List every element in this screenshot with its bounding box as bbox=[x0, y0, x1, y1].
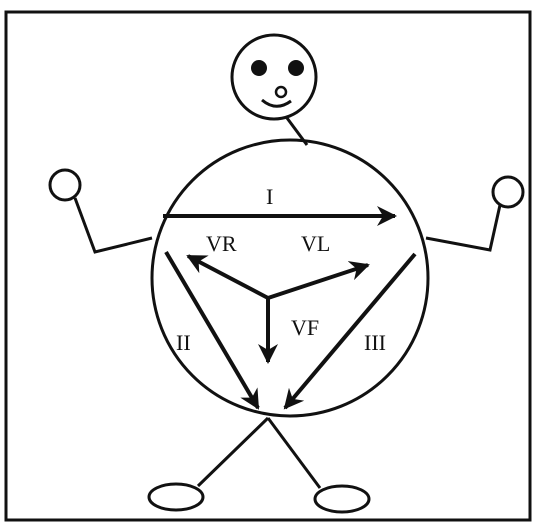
right-eye-icon bbox=[288, 60, 304, 76]
avl-arrow bbox=[268, 265, 368, 298]
left-foot bbox=[149, 484, 203, 510]
right-arm-line bbox=[426, 205, 500, 250]
legs bbox=[149, 418, 369, 512]
left-eye-icon bbox=[251, 60, 267, 76]
avr-arrow bbox=[188, 256, 268, 298]
label-lead-ii: II bbox=[176, 330, 191, 355]
label-lead-iii: III bbox=[364, 330, 386, 355]
outer-frame bbox=[6, 12, 530, 520]
left-leg bbox=[198, 418, 268, 486]
left-hand-circle bbox=[50, 170, 80, 200]
label-lead-i: I bbox=[266, 184, 273, 209]
left-arm-line bbox=[75, 198, 152, 252]
right-leg bbox=[268, 418, 320, 488]
right-arm bbox=[426, 177, 523, 250]
label-avl: VL bbox=[301, 231, 330, 256]
nose-icon bbox=[276, 87, 286, 97]
label-avf: VF bbox=[291, 315, 319, 340]
augmented-leads bbox=[188, 256, 368, 362]
mouth-icon bbox=[262, 100, 291, 106]
label-avr: VR bbox=[206, 231, 237, 256]
head bbox=[232, 35, 316, 119]
right-hand-circle bbox=[493, 177, 523, 207]
right-foot bbox=[315, 486, 369, 512]
body-circle bbox=[152, 140, 428, 416]
left-arm bbox=[50, 170, 152, 252]
